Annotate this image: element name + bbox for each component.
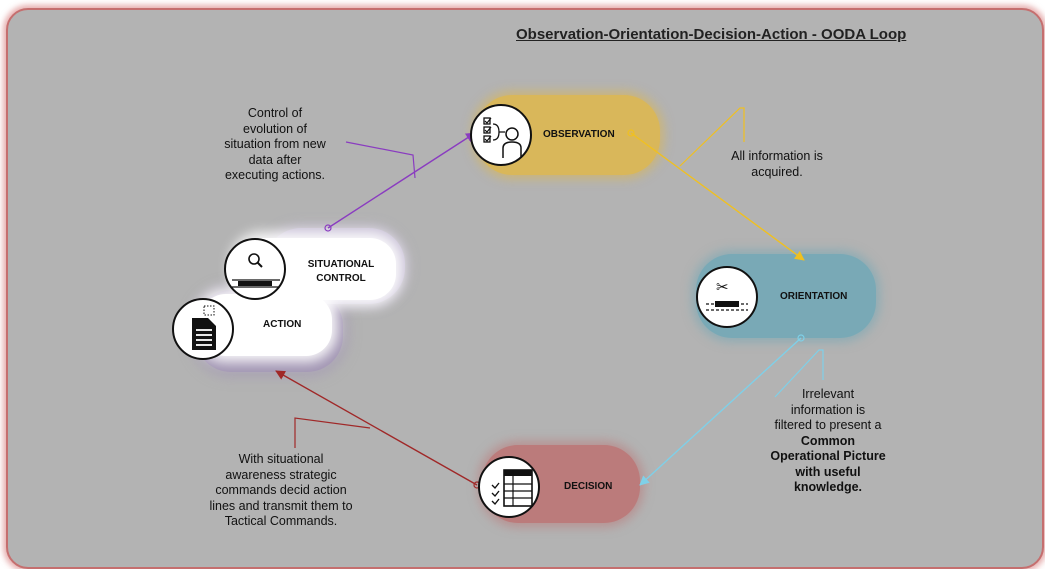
checklist-table-icon xyxy=(478,456,540,518)
note-irrelevant: Irrelevant information is filtered to pr… xyxy=(770,387,886,494)
callout-control xyxy=(345,141,416,179)
magnifier-icon xyxy=(224,238,286,300)
scissors-cut-icon: ✂ xyxy=(696,266,758,328)
callout-irrelevant xyxy=(774,349,824,398)
decision-label: DECISION xyxy=(564,481,613,492)
observation-label: OBSERVATION xyxy=(543,129,615,140)
orientation-label: ORIENTATION xyxy=(780,291,848,302)
note-strategic: With situational awareness strategic com… xyxy=(209,452,353,528)
note-acquired: All information is acquired. xyxy=(731,149,823,179)
document-icon xyxy=(172,298,234,360)
svg-text:✂: ✂ xyxy=(716,278,729,296)
action-label: ACTION xyxy=(263,319,302,330)
note-control: Control of evolution of situation from n… xyxy=(224,106,326,182)
checklist-person-icon xyxy=(470,104,532,166)
situational-control-label: SITUATIONAL CONTROL xyxy=(307,259,375,284)
callout-acquired xyxy=(679,107,745,167)
arrow-orientation-to-decision xyxy=(639,337,802,486)
arrow-decision-to-action xyxy=(275,370,478,486)
callout-strategic xyxy=(294,417,371,448)
arrow-observation-to-orientation xyxy=(630,132,805,261)
arrow-control-to-observation xyxy=(327,132,476,229)
diagram-title: Observation-Orientation-Decision-Action … xyxy=(516,26,907,43)
